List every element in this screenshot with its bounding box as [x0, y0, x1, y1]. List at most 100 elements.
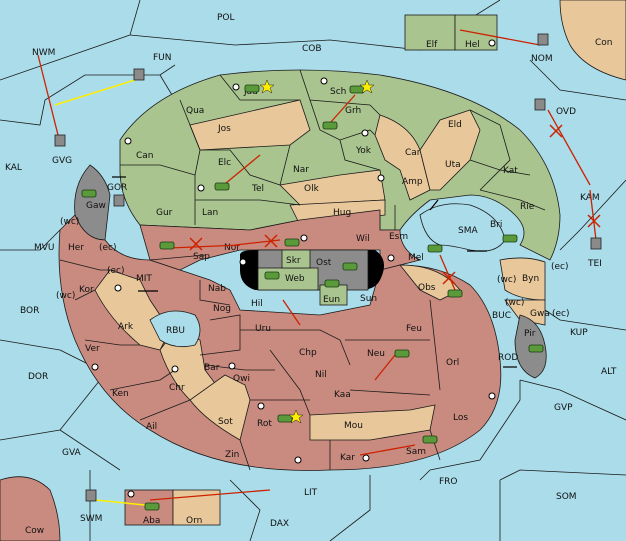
- ship-icon: [85, 489, 97, 502]
- label-los: Los: [453, 413, 468, 423]
- tank-icon: [264, 271, 280, 280]
- land-skr[interactable]: [281, 249, 311, 269]
- ship-icon: [54, 134, 66, 147]
- coast-wc-gwa: (wc): [505, 298, 524, 308]
- label-chp: Chp: [299, 348, 317, 358]
- label-bar: Bar: [204, 363, 220, 373]
- label-hel: Hel: [465, 40, 480, 50]
- label-orl: Orl: [446, 358, 459, 368]
- supply-center-icon: [127, 490, 135, 498]
- label-wil: Wil: [356, 234, 370, 244]
- sea-label-nwm: NWM: [32, 48, 55, 58]
- sea-label-cow: Cow: [25, 526, 44, 536]
- sea-label-dor: DOR: [28, 372, 48, 382]
- label-ost: Ost: [316, 258, 332, 268]
- label-orn: Orn: [186, 516, 202, 526]
- sea-label-fun: FUN: [153, 53, 172, 63]
- label-amp: Amp: [402, 177, 423, 187]
- tank-icon: [159, 241, 175, 250]
- coast-ec-kor: (ec): [107, 266, 125, 276]
- label-gwa: Gwa: [530, 309, 550, 319]
- label-mou: Mou: [344, 421, 363, 431]
- label-uta: Uta: [445, 160, 461, 170]
- sea-label-pol: POL: [217, 13, 235, 23]
- supply-center-icon: [320, 77, 328, 85]
- label-olk: Olk: [304, 184, 320, 194]
- tank-icon: [394, 349, 410, 358]
- support-orders: [54, 79, 146, 506]
- land-obs-tan[interactable]: [399, 264, 461, 301]
- label-obs: Obs: [418, 283, 436, 293]
- land-gwa[interactable]: [504, 299, 546, 326]
- label-qua: Qua: [186, 106, 204, 116]
- sea-label-tei: TEI: [587, 259, 602, 269]
- label-elc: Elc: [218, 158, 231, 168]
- sea-label-lit: LIT: [304, 488, 318, 498]
- label-aba: Aba: [143, 516, 160, 526]
- green-borders: [120, 69, 546, 230]
- label-car: Car: [405, 148, 421, 158]
- label-nar: Nar: [293, 165, 309, 175]
- supply-center-icon: [239, 258, 247, 266]
- tank-icon: [502, 234, 518, 243]
- land-con[interactable]: [559, 0, 626, 81]
- sea-label-kup: KUP: [570, 328, 588, 338]
- land-cow[interactable]: [0, 476, 61, 541]
- star-icon: [288, 409, 304, 424]
- label-bri: Bri: [490, 220, 502, 230]
- sea-sma-inlet[interactable]: [419, 203, 506, 252]
- sea-label-mvu: MVU: [34, 243, 55, 253]
- sea-rbu-inlet[interactable]: [149, 310, 201, 348]
- label-sch: Sch: [330, 87, 346, 97]
- ship-icon: [133, 68, 145, 81]
- army-units: [81, 84, 544, 511]
- star-markers: [259, 79, 375, 424]
- sea-label-rbu: RBU: [166, 326, 185, 336]
- sea-label-bor: BOR: [20, 306, 39, 316]
- supply-center-icon: [228, 362, 236, 370]
- tank-icon: [349, 85, 365, 94]
- label-nab: Nab: [208, 284, 226, 294]
- sea-label-gva: GVA: [62, 448, 82, 458]
- land-olk[interactable]: [279, 169, 386, 206]
- star-icon: [359, 79, 375, 94]
- label-qwi: Qwi: [233, 374, 250, 384]
- label-mel: Mel: [408, 253, 424, 263]
- supply-center-icon: [232, 83, 240, 91]
- label-neu: Neu: [367, 349, 385, 359]
- adjacency-arrows: [112, 176, 517, 368]
- land-labels: Jad Sch Qua Jos Grh Eld Can Yok Car Uta …: [68, 87, 550, 463]
- label-kar: Kar: [340, 453, 355, 463]
- sea-label-mit: MIT: [136, 274, 152, 284]
- supply-center-icon: [257, 402, 265, 410]
- sea-label-buc: BUC: [492, 311, 511, 321]
- tank-icon: [422, 435, 438, 444]
- supply-center-icon: [488, 392, 496, 400]
- label-ail: Ail: [146, 422, 157, 432]
- label-can: Can: [136, 151, 154, 161]
- land-ark[interactable]: [94, 269, 171, 351]
- supply-center-icon: [91, 363, 99, 371]
- label-feu: Feu: [406, 324, 422, 334]
- supply-center-icon: [488, 39, 496, 47]
- label-sap: Sap: [193, 252, 210, 262]
- label-nor: Nor: [224, 243, 240, 253]
- label-chr: Chr: [169, 383, 185, 393]
- tank-icon: [447, 289, 463, 298]
- sea-label-alt: ALT: [601, 367, 617, 377]
- label-skr: Skr: [286, 256, 301, 266]
- land-uta[interactable]: [419, 109, 481, 191]
- brown-borders: [59, 254, 441, 471]
- label-grh: Grh: [345, 106, 361, 116]
- tank-icon: [427, 244, 443, 253]
- sea-label-fro: FRO: [439, 477, 458, 487]
- sea-label-swm: SWM: [80, 514, 102, 524]
- label-byn: Byn: [522, 274, 539, 284]
- land-car[interactable]: [374, 114, 431, 201]
- label-rot: Rot: [257, 419, 272, 429]
- coast-wc-kor: (wc): [56, 291, 75, 301]
- tank-icon: [284, 238, 300, 247]
- supply-center-icon: [124, 137, 132, 145]
- land-sot[interactable]: [189, 374, 251, 441]
